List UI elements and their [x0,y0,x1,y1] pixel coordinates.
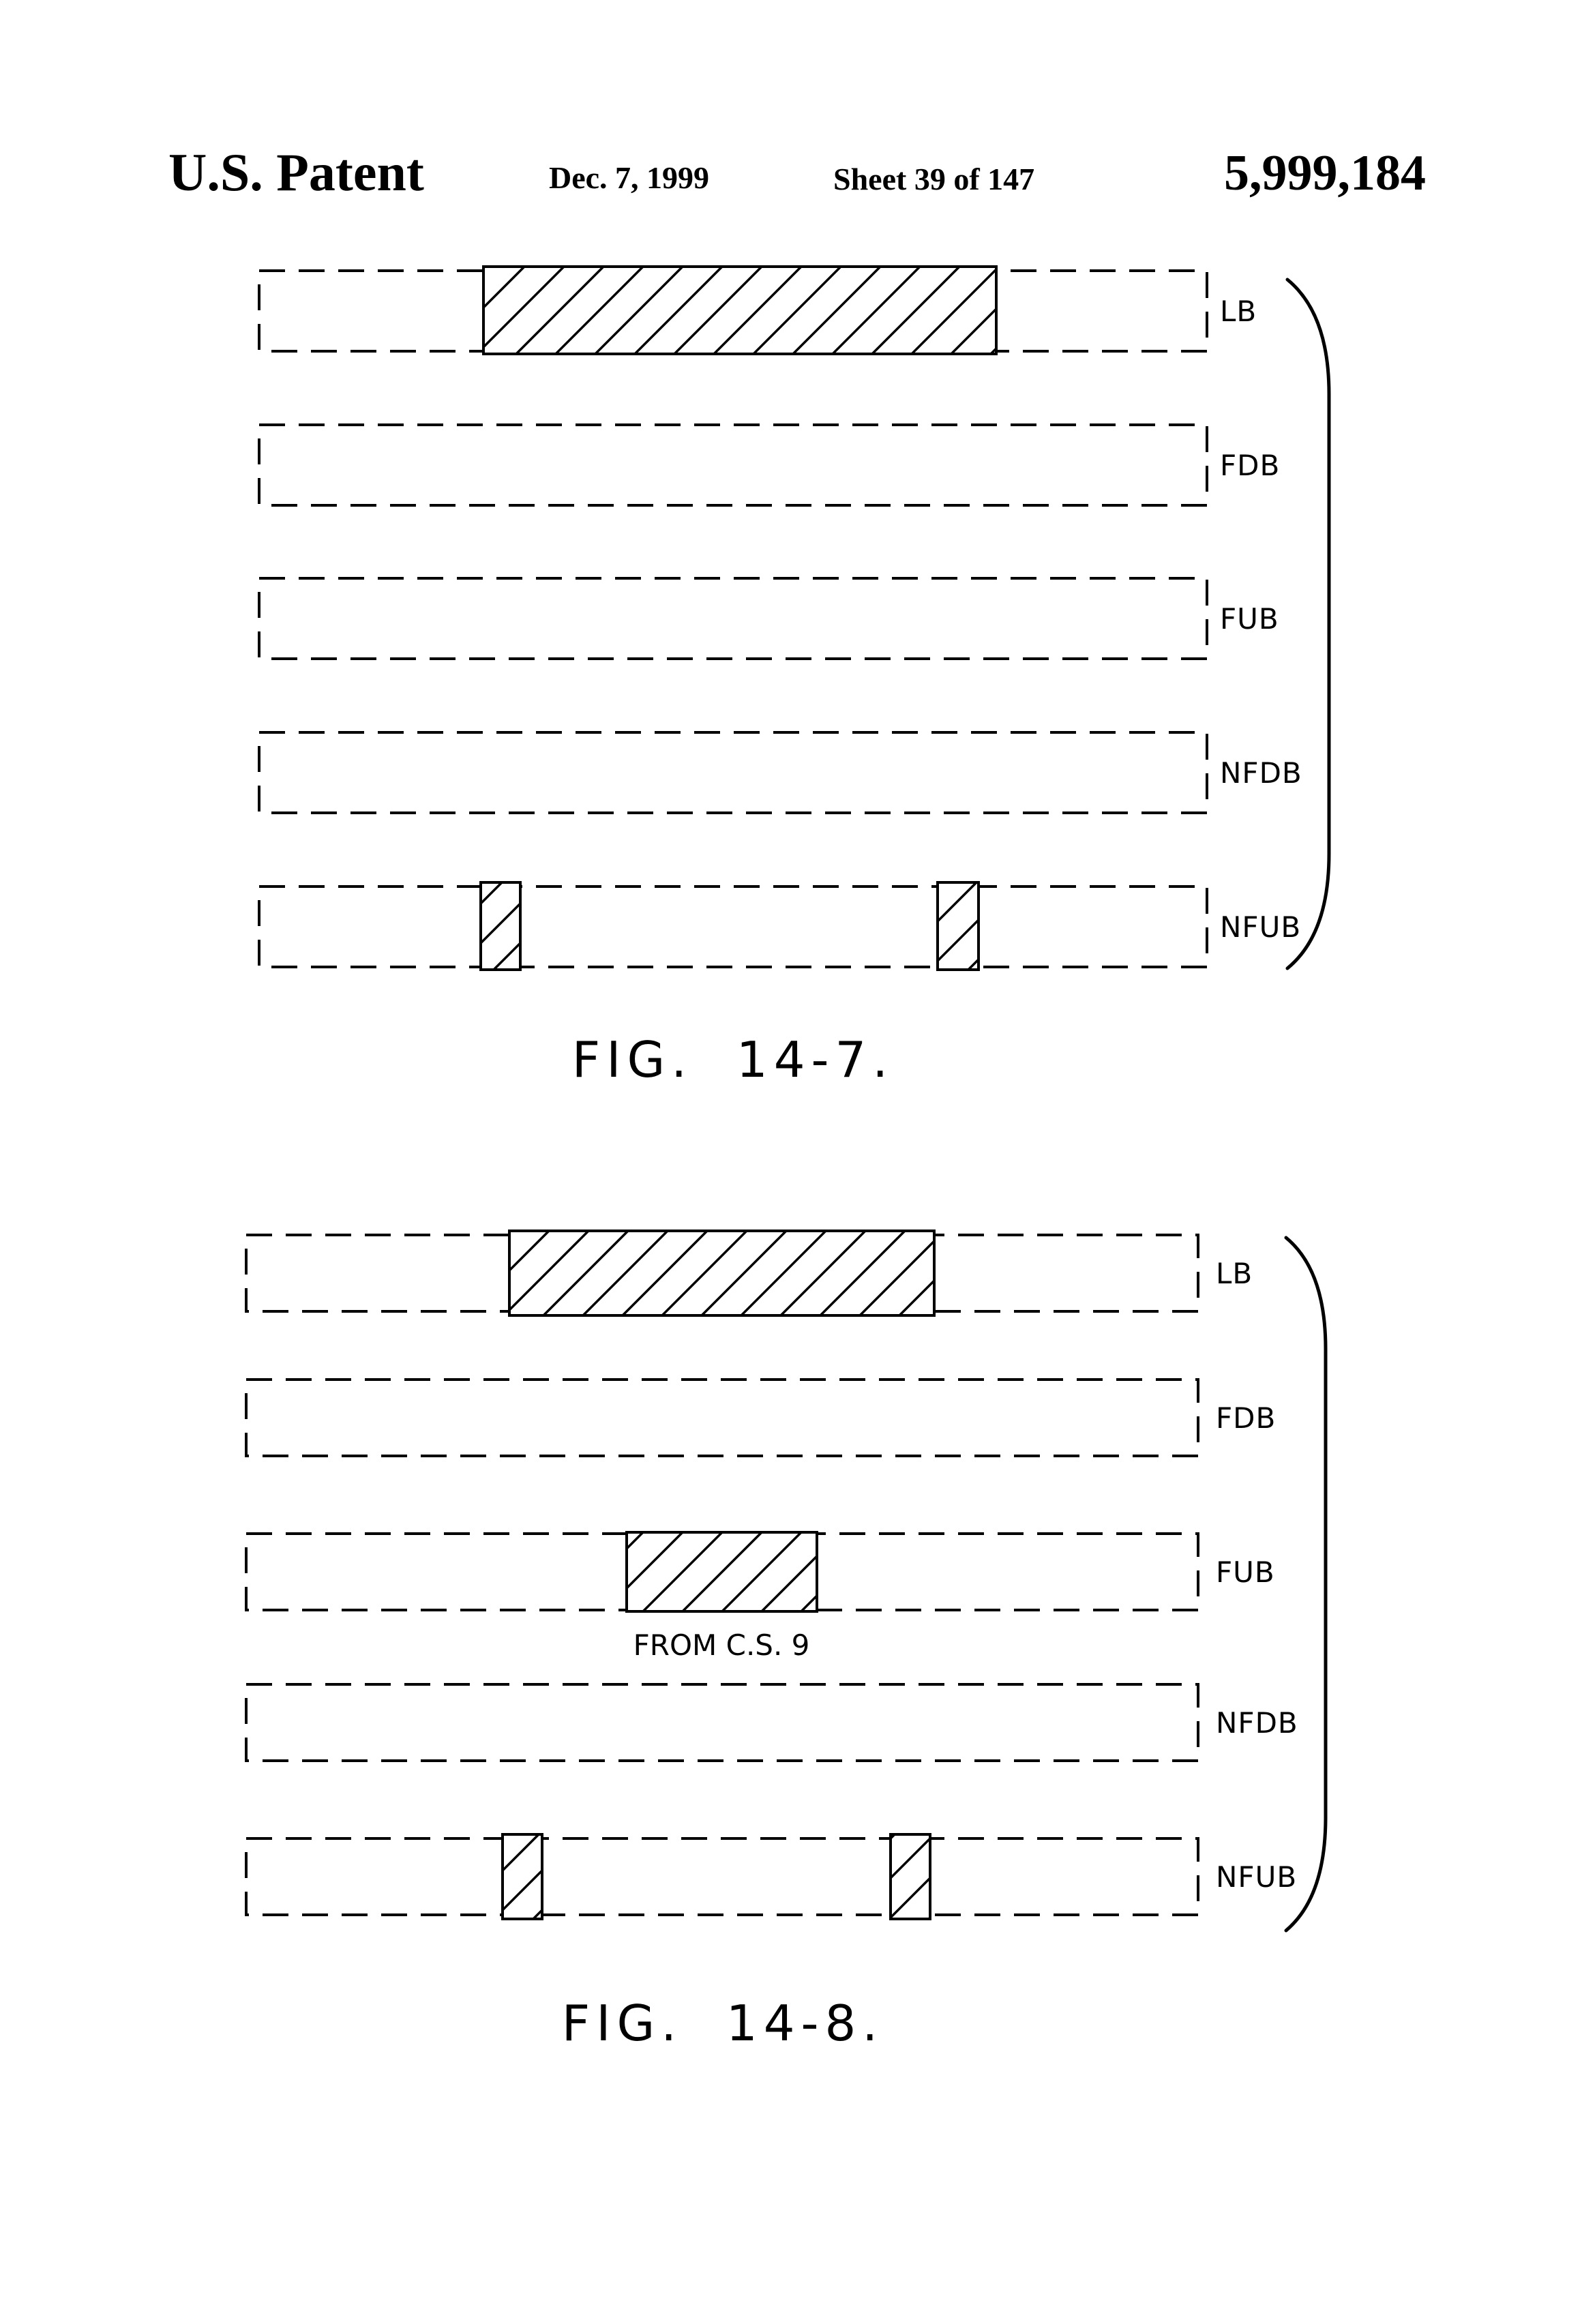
hatch-block-lb [508,1230,936,1317]
figure-14-8: FROM C.S. 9 LB FDB FUB NFDB NFUB [245,1230,1328,1933]
grouping-brace [1284,1236,1328,1933]
hatch-pulse-nfub-1 [479,881,522,971]
patent-office-label: U.S. Patent [168,143,424,202]
bus-row-nfdb [258,731,1208,814]
hatch-pulse-nfub-2 [936,881,980,971]
bus-row-nfub [258,885,1208,968]
figure-caption-14-8: FIG. 14-8. [561,1995,884,2052]
row-label-nfub: NFUB [1220,910,1301,944]
row-label-fub: FUB [1216,1555,1275,1589]
row-label-nfub: NFUB [1216,1860,1297,1894]
hatch-block-lb [482,265,998,355]
hatch-pulse-nfub-2 [889,1833,931,1920]
figure-14-7: LB FDB FUB NFDB NFUB [258,265,1331,971]
bus-row-fdb [245,1378,1199,1457]
row-label-fdb: FDB [1220,449,1280,482]
fub-source-annotation: FROM C.S. 9 [633,1628,810,1662]
figure-caption-14-7: FIG. 14-7. [571,1031,895,1088]
hatch-block-fub [625,1531,818,1613]
sheet-number: Sheet 39 of 147 [833,162,1035,196]
hatch-pulse-nfub-1 [501,1833,543,1920]
bus-row-nfdb [245,1683,1199,1762]
bus-row-fdb [258,423,1208,507]
patent-date: Dec. 7, 1999 [549,160,710,195]
row-label-fdb: FDB [1216,1401,1276,1435]
row-label-lb: LB [1216,1257,1253,1290]
row-label-fub: FUB [1220,602,1279,636]
grouping-brace [1285,278,1331,970]
row-label-nfdb: NFDB [1216,1706,1298,1740]
bus-row-nfub [245,1837,1199,1916]
row-label-lb: LB [1220,295,1257,328]
row-label-nfdb: NFDB [1220,756,1302,790]
patent-number: 5,999,184 [1224,145,1426,201]
bus-row-fub [258,577,1208,660]
